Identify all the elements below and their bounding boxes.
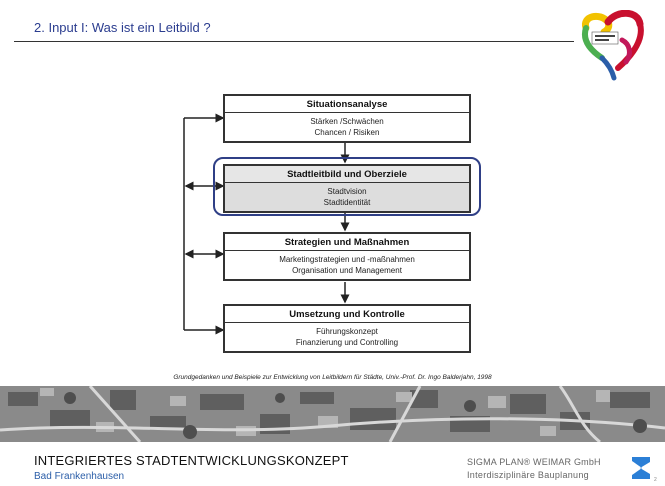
box-body: Stärken /Schwächen Chancen / Risiken bbox=[225, 113, 469, 141]
footer-title: INTEGRIERTES STADTENTWICKLUNGSKONZEPT bbox=[34, 453, 349, 468]
box-umsetzung: Umsetzung und Kontrolle Führungskonzept … bbox=[223, 304, 471, 353]
page-number: 2 bbox=[654, 477, 657, 483]
aerial-photo-strip bbox=[0, 386, 665, 442]
sigma-logo-icon bbox=[632, 457, 650, 479]
box-body: Führungskonzept Finanzierung und Control… bbox=[225, 323, 469, 351]
box-header: Stadtleitbild und Oberziele bbox=[225, 166, 469, 183]
box-header: Strategien und Maßnahmen bbox=[225, 234, 469, 251]
box-line: Organisation und Management bbox=[292, 266, 402, 275]
box-header: Umsetzung und Kontrolle bbox=[225, 306, 469, 323]
company-name: SIGMA PLAN® WEIMAR GmbH bbox=[467, 457, 601, 467]
highlight-outline bbox=[213, 157, 481, 216]
town-logo bbox=[581, 10, 644, 81]
title-divider bbox=[14, 41, 574, 42]
box-line: Führungskonzept bbox=[316, 327, 378, 336]
source-citation: Grundgedanken und Beispiele zur Entwickl… bbox=[173, 374, 492, 381]
box-header: Situationsanalyse bbox=[225, 96, 469, 113]
footer: INTEGRIERTES STADTENTWICKLUNGSKONZEPT Ba… bbox=[0, 446, 665, 486]
diagram-connectors bbox=[183, 113, 350, 335]
box-line: Stadtidentität bbox=[323, 198, 371, 207]
box-body: Stadtvision Stadtidentität bbox=[225, 183, 469, 211]
box-line: Stadtvision bbox=[327, 187, 367, 196]
box-strategien: Strategien und Maßnahmen Marketingstrate… bbox=[223, 232, 471, 281]
process-diagram: Situationsanalyse Stärken /Schwächen Cha… bbox=[170, 88, 500, 358]
box-situationsanalyse: Situationsanalyse Stärken /Schwächen Cha… bbox=[223, 94, 471, 143]
box-line: Stärken /Schwächen bbox=[310, 117, 384, 126]
box-line: Chancen / Risiken bbox=[314, 128, 380, 137]
box-line: Marketingstrategien und -maßnahmen bbox=[279, 255, 415, 264]
box-stadtleitbild: Stadtleitbild und Oberziele Stadtvision … bbox=[223, 164, 471, 213]
box-line: Finanzierung und Controlling bbox=[295, 338, 399, 347]
box-body: Marketingstrategien und -maßnahmen Organ… bbox=[225, 251, 469, 279]
footer-subtitle: Bad Frankenhausen bbox=[34, 471, 125, 482]
company-tagline: Interdisziplinäre Bauplanung bbox=[467, 470, 589, 480]
slide-title: 2. Input I: Was ist ein Leitbild ? bbox=[34, 20, 211, 35]
